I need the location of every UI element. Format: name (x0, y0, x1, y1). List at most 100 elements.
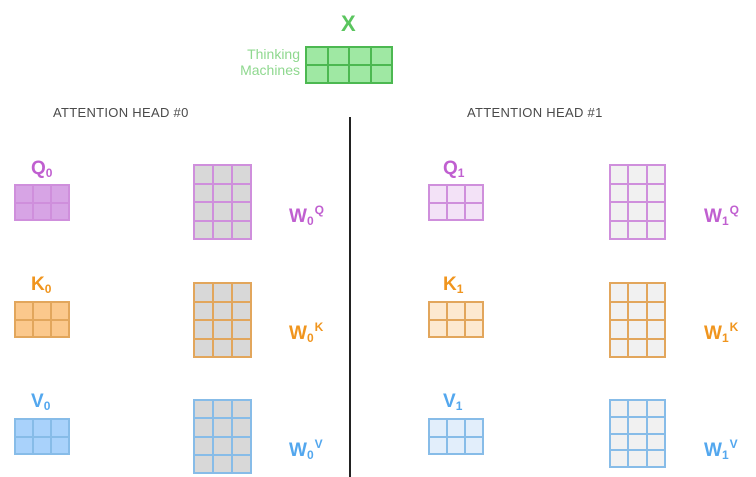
head-1-query-matrix (428, 184, 484, 221)
matrix-cell (233, 284, 250, 301)
matrix-cell (195, 221, 212, 238)
matrix-cell (448, 437, 464, 453)
matrix-cell (52, 303, 68, 319)
matrix-cell (307, 66, 327, 82)
matrix-cell (448, 203, 464, 219)
matrix-cell (647, 221, 664, 238)
matrix-cell (350, 48, 370, 64)
matrix-cell (16, 186, 32, 202)
matrix-cell (214, 203, 231, 220)
matrix-cell (611, 401, 628, 416)
matrix-cell (647, 302, 664, 319)
matrix-cell (195, 166, 212, 183)
matrix-cell (52, 437, 68, 453)
matrix-cell (214, 302, 231, 319)
matrix-cell (195, 437, 212, 454)
matrix-cell (629, 451, 646, 466)
matrix-cell (629, 434, 646, 450)
head-0-title: ATTENTION HEAD #0 (53, 105, 189, 120)
matrix-cell (430, 303, 446, 319)
matrix-cell (647, 203, 664, 220)
matrix-cell (430, 203, 446, 219)
matrix-cell (233, 437, 250, 454)
matrix-cell (328, 48, 348, 64)
matrix-cell (214, 321, 231, 338)
matrix-cell (214, 455, 231, 472)
head-1-wq-matrix (609, 164, 666, 240)
matrix-cell (647, 451, 664, 466)
matrix-cell (371, 48, 391, 64)
input-words: Thinking Machines (220, 46, 300, 78)
matrix-cell (629, 339, 646, 356)
head-0-value-matrix (14, 418, 70, 455)
matrix-cell (34, 203, 50, 219)
matrix-cell (611, 221, 628, 238)
input-symbol: X (341, 11, 356, 36)
matrix-cell (195, 321, 212, 338)
matrix-cell (647, 166, 664, 183)
matrix-cell (233, 401, 250, 418)
matrix-cell (611, 434, 628, 450)
matrix-cell (195, 339, 212, 356)
head-1-value-matrix (428, 418, 484, 455)
matrix-cell (214, 339, 231, 356)
matrix-cell (52, 186, 68, 202)
head-0-key-matrix (14, 301, 70, 338)
matrix-cell (34, 186, 50, 202)
head-0-wv-label: W0V (289, 437, 323, 462)
matrix-cell (233, 419, 250, 436)
matrix-cell (16, 320, 32, 336)
matrix-cell (195, 455, 212, 472)
matrix-cell (195, 401, 212, 418)
matrix-cell (233, 184, 250, 201)
matrix-cell (611, 302, 628, 319)
matrix-cell (629, 184, 646, 201)
matrix-cell (448, 420, 464, 436)
input-embedding-matrix (305, 46, 393, 84)
matrix-cell (647, 284, 664, 301)
matrix-cell (430, 420, 446, 436)
matrix-cell (214, 184, 231, 201)
matrix-cell (16, 303, 32, 319)
matrix-cell (16, 420, 32, 436)
matrix-cell (611, 166, 628, 183)
head-1-query-label: Q1 (443, 158, 465, 180)
head-1-key-label: K1 (443, 274, 464, 296)
matrix-cell (214, 221, 231, 238)
head-0-query-matrix (14, 184, 70, 221)
matrix-cell (430, 437, 446, 453)
matrix-cell (233, 203, 250, 220)
matrix-cell (16, 437, 32, 453)
matrix-cell (629, 302, 646, 319)
head-0-wv-matrix (193, 399, 252, 474)
matrix-cell (647, 434, 664, 450)
matrix-cell (34, 437, 50, 453)
matrix-cell (466, 203, 482, 219)
matrix-cell (647, 417, 664, 433)
matrix-cell (611, 417, 628, 433)
head-1-wq-label: W1Q (704, 203, 739, 228)
head-1-wk-matrix (609, 282, 666, 358)
matrix-cell (611, 184, 628, 201)
matrix-cell (307, 48, 327, 64)
head-divider (349, 117, 351, 477)
matrix-cell (647, 184, 664, 201)
matrix-cell (611, 284, 628, 301)
head-1-value-label: V1 (443, 391, 463, 413)
head-0-key-label: K0 (31, 274, 52, 296)
matrix-cell (629, 203, 646, 220)
head-1-wv-matrix (609, 399, 666, 468)
matrix-cell (214, 437, 231, 454)
matrix-cell (466, 186, 482, 202)
matrix-cell (611, 203, 628, 220)
matrix-cell (233, 166, 250, 183)
matrix-cell (430, 186, 446, 202)
matrix-cell (466, 437, 482, 453)
head-1-title: ATTENTION HEAD #1 (467, 105, 603, 120)
matrix-cell (466, 420, 482, 436)
matrix-cell (233, 455, 250, 472)
matrix-cell (52, 420, 68, 436)
head-0-wq-label: W0Q (289, 203, 324, 228)
matrix-cell (328, 66, 348, 82)
matrix-cell (52, 320, 68, 336)
